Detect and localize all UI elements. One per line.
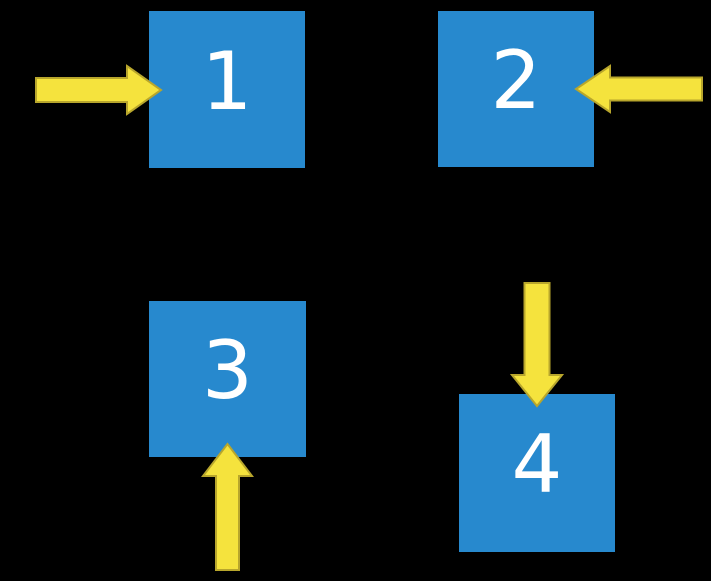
box-number-label: 4: [511, 418, 563, 511]
box-number-label: 2: [490, 34, 542, 127]
box-number-label: 1: [201, 34, 253, 128]
numbered-box-3[interactable]: 3: [149, 301, 306, 457]
arrow-left-icon: [574, 64, 703, 114]
arrow-right-icon: [35, 64, 163, 116]
box-number-label: 3: [202, 324, 253, 417]
numbered-box-4[interactable]: 4: [459, 394, 615, 552]
arrow-up-icon: [201, 442, 254, 571]
numbered-box-1[interactable]: 1: [149, 11, 305, 168]
numbered-box-2[interactable]: 2: [438, 11, 594, 167]
arrow-down-icon: [510, 282, 564, 408]
